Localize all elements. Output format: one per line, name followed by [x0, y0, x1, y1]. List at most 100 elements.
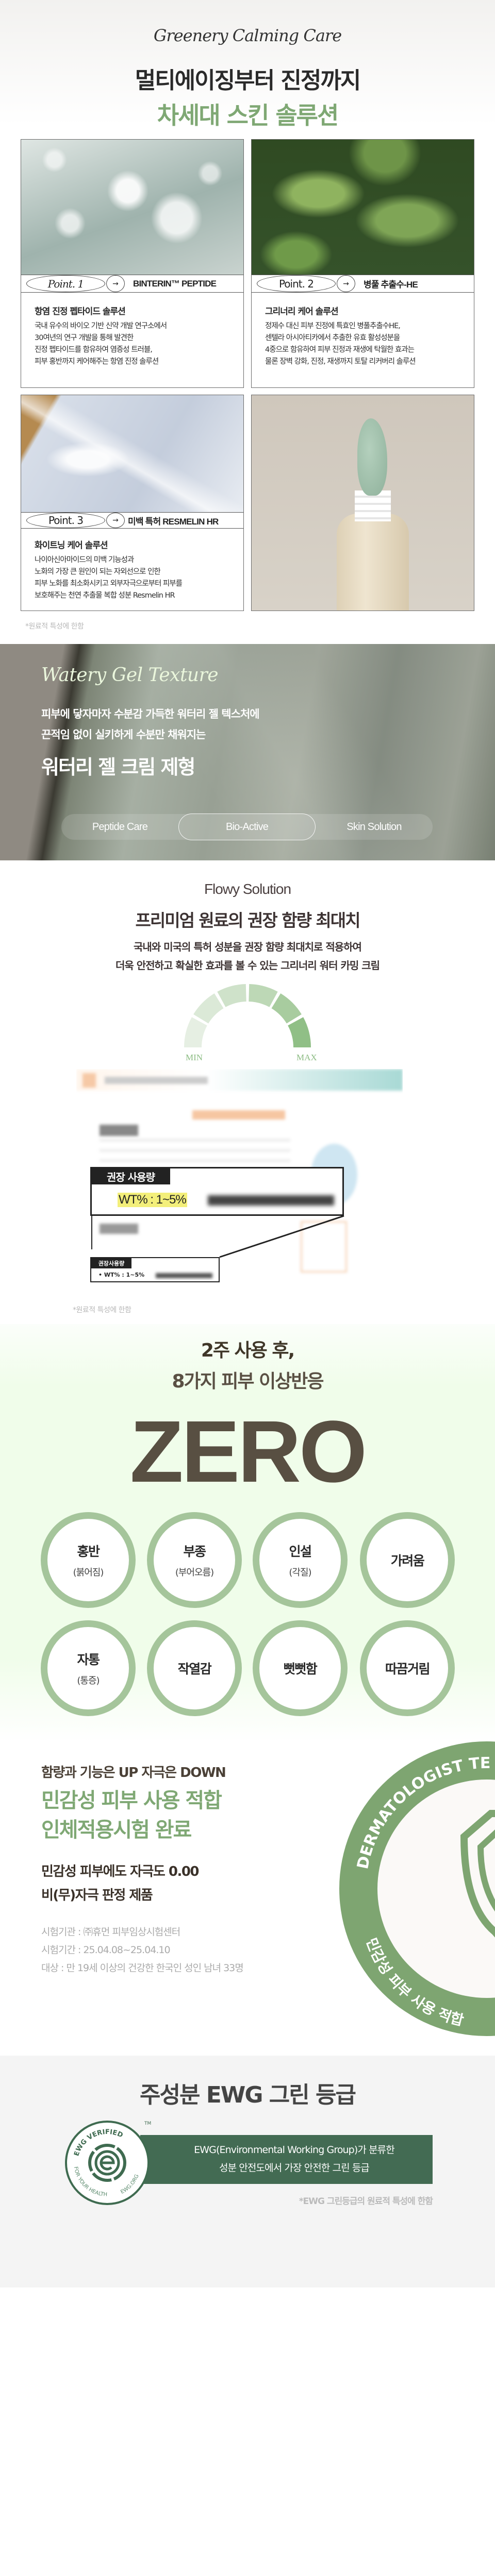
- reaction-name: 뻣뻣함: [283, 1662, 318, 1676]
- pill-bio-active: Bio-Active: [178, 814, 316, 840]
- derm-dark-line: 민감성 피부에도 자극도 0.00: [41, 1864, 200, 1879]
- point-card-3: Point. 3 → 미백 특허 RESMELIN HR 화이트닝 케어 솔루션…: [21, 395, 244, 611]
- gauge-segment: [193, 993, 224, 1024]
- point-body-line: 보호해주는 천연 추출물 복합 성분 Resmelin HR: [35, 591, 175, 600]
- skin-reaction-item: 따끔거림: [360, 1620, 455, 1716]
- test-subjects: 대상 : 만 19세 이상의 건강한 한국인 성인 남녀 33명: [41, 1962, 244, 1974]
- source-blurred-note: [156, 1273, 212, 1278]
- pill-peptide-care: Peptide Care: [92, 821, 148, 833]
- texture-body-line: 끈적임 없이 실키하게 수분만 채워지는: [41, 728, 206, 741]
- derm-green-line: 인체적용시험 완료: [41, 1818, 192, 1842]
- skin-reaction-item: 가려움: [360, 1512, 455, 1608]
- callout-connector: [91, 1215, 344, 1258]
- point-number-pill: Point. 2: [257, 275, 336, 292]
- ingredient-name: 미백 특허 RESMELIN HR: [128, 516, 219, 527]
- dosage-source-box: 권장사용량 • WT% : 1~5%: [90, 1257, 220, 1282]
- doc-table-blur: [100, 1139, 290, 1164]
- reaction-detail: (붉어짐): [73, 1567, 104, 1578]
- ingredient-name: BINTERIN™ PEPTIDE: [133, 278, 217, 289]
- point-body-line: 정제수 대신 피부 진정에 특효인 병풀추출수HE,: [265, 322, 401, 330]
- derm-green-line: 민감성 피부 사용 적합: [41, 1789, 222, 1812]
- product-tube-card: [251, 395, 474, 611]
- test-institution: 시험기관 : ㈜휴먼 피부임상시험센터: [41, 1926, 180, 1938]
- ingredient-footnote: *원료적 특성에 한함: [25, 622, 84, 631]
- ewg-e-logo-icon: [88, 2144, 126, 2182]
- point-heading: 화이트닝 케어 솔루션: [35, 540, 108, 551]
- reaction-name: 인설: [289, 1544, 312, 1559]
- ewg-bar-line: EWG(Environmental Working Group)가 분류한: [194, 2144, 395, 2156]
- derm-line-1: 함량과 기능은 UP 자극은 DOWN: [41, 1765, 226, 1781]
- gauge-segment: [249, 984, 278, 1007]
- doc-title-blur: [105, 1077, 208, 1084]
- shield-check-icon: [460, 1810, 495, 1938]
- doc-tag-blur: [100, 1224, 138, 1234]
- callout-label: 권장 사용량: [91, 1168, 170, 1184]
- dosage-gauge: MIN MAX: [184, 984, 317, 1062]
- source-value: • WT% : 1~5%: [98, 1272, 145, 1278]
- flowy-footnote: *원료적 특성에 한함: [73, 1306, 131, 1314]
- point-description: 화이트닝 케어 솔루션 나이아신아마이드의 미백 기능성과 노화의 가장 큰 원…: [35, 537, 238, 602]
- flowy-body-line: 국내와 미국의 특허 성분을 권장 함량 최대치로 적용하여: [134, 941, 362, 953]
- arrow-right-icon: →: [106, 513, 125, 528]
- intro-headline-2: 차세대 스킨 솔루션: [157, 101, 339, 129]
- zero-line-2: 8가지 피부 이상반응: [172, 1371, 324, 1392]
- texture-script-title: Watery Gel Texture: [41, 665, 219, 686]
- point-card-1: Point. 1 → BINTERIN™ PEPTIDE 항염 진정 펩타이드 …: [21, 139, 244, 388]
- point-heading: 항염 진정 펩타이드 솔루션: [35, 307, 126, 317]
- skin-reaction-item: 자통 (통증): [41, 1620, 136, 1716]
- pill-skin-solution: Skin Solution: [346, 821, 402, 833]
- centella-leaves-image: [252, 140, 474, 275]
- gauge-segment: [288, 1017, 311, 1047]
- doc-logo: [82, 1073, 96, 1088]
- point-body-line: 30여년의 연구 개발을 통해 발견한: [35, 334, 134, 342]
- skin-reaction-item: 부종(부어오름): [147, 1512, 242, 1608]
- gel-tube-image: [252, 395, 474, 611]
- dermatologist-tested-badge: DERMATOLOGIST TESTED 민감성 피부 사용 적합: [335, 1736, 495, 2036]
- source-label: 권장사용량: [91, 1258, 131, 1268]
- point-body-line: 센텔라 아시아티카에서 추출한 유효 활성성분을: [265, 334, 400, 342]
- arrow-right-icon: →: [106, 275, 125, 292]
- doc-tag-blur: [100, 1125, 138, 1136]
- reaction-detail: (통증): [77, 1675, 100, 1686]
- zero-big-text: ZERO: [129, 1403, 367, 1501]
- point-body-line: 물론 장벽 강화, 진정, 재생까지 토탈 리커버리 솔루션: [265, 358, 416, 366]
- product-detail-page: Greenery Calming Care 멀티에이징부터 진정까지 차세대 스…: [0, 0, 495, 2287]
- point-number-pill: Point. 1: [26, 275, 105, 292]
- point-label-bar: Point. 2 → 병풀 추출수-HE: [252, 275, 474, 293]
- zero-line-1: 2주 사용 후,: [201, 1340, 295, 1361]
- point-body-line: 피부 노화를 최소화시키고 외부자극으로부터 피부를: [35, 580, 183, 588]
- ewg-footnote: *EWG 그린등급의 원료적 특성에 한함: [299, 2196, 433, 2207]
- point-number-pill: Point. 3: [26, 513, 105, 528]
- flowy-heading: 프리미엄 원료의 권장 함량 최대치: [135, 910, 361, 930]
- point-description: 그리너리 케어 솔루션 정제수 대신 피부 진정에 특효인 병풀추출수HE, 센…: [265, 303, 469, 368]
- callout-value: WT% : 1~5%: [118, 1193, 187, 1207]
- reaction-name: 자통: [77, 1652, 100, 1667]
- callout-blurred-note: [208, 1195, 334, 1206]
- point-card-2: Point. 2 → 병풀 추출수-HE 그리너리 케어 솔루션 정제수 대신 …: [251, 139, 474, 388]
- intro-background: [0, 0, 495, 139]
- point-heading: 그리너리 케어 솔루션: [265, 307, 339, 317]
- doc-subtitle-blur: [192, 1110, 285, 1120]
- ewg-bar-line: 성분 안전도에서 가장 안전한 그린 등급: [219, 2162, 370, 2174]
- flowy-body-line: 더욱 안전하고 확실한 효과를 볼 수 있는 그리너리 워터 카밍 크림: [115, 959, 380, 972]
- tube-neck: [355, 490, 391, 521]
- gel-swirl: [357, 418, 387, 496]
- skin-reaction-item: 홍반(붉어짐): [41, 1512, 136, 1608]
- ewg-verified-seal: EWG VERIFIED FOR YOUR HEALTH EWG.ORG TM: [65, 2121, 151, 2205]
- reaction-name: 가려움: [390, 1553, 425, 1568]
- point-body-line: 노화의 가장 큰 원인이 되는 자외선으로 인한: [35, 568, 161, 576]
- gauge-segment: [217, 984, 246, 1007]
- texture-keyword-pills: Peptide Care Bio-Active Skin Solution: [61, 814, 433, 840]
- point-label-bar: Point. 3 → 미백 특허 RESMELIN HR: [21, 512, 243, 529]
- intro-headline-1: 멀티에이징부터 진정까지: [135, 67, 361, 94]
- serum-dropper-image: [21, 395, 243, 512]
- gauge-segment: [184, 1017, 207, 1047]
- intro-script-title: Greenery Calming Care: [153, 26, 342, 45]
- point-description: 항염 진정 펩타이드 솔루션 국내 유수의 바이오 기반 신약 개발 연구소에서…: [35, 303, 238, 368]
- tube-body: [337, 514, 409, 611]
- gauge-max-label: MAX: [296, 1053, 317, 1062]
- ingredient-name: 병풀 추출수-HE: [364, 280, 418, 290]
- ewg-title: 주성분 EWG 그린 등급: [139, 2082, 356, 2108]
- reaction-detail: (각질): [289, 1567, 311, 1578]
- point-body-line: 진정 펩타이드를 함유하여 염증성 트러블,: [35, 346, 153, 354]
